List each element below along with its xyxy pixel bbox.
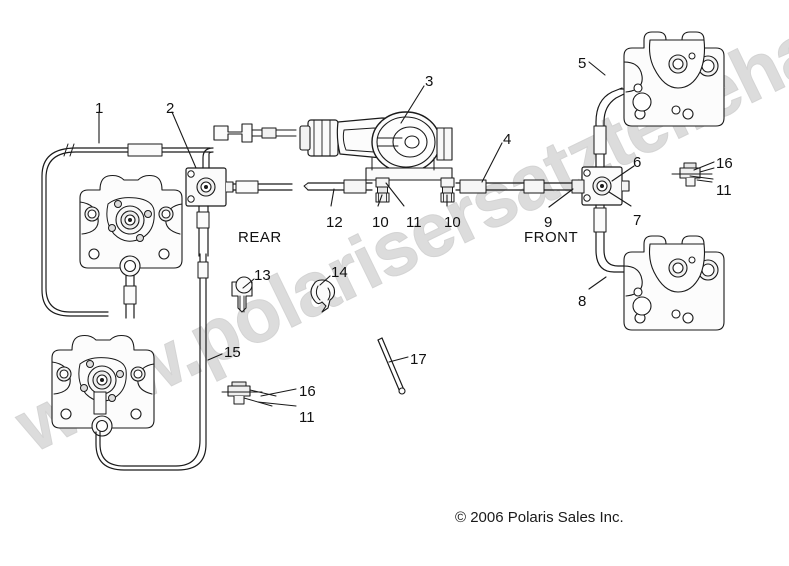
callout-6-5: 6	[633, 154, 642, 171]
copyright-notice: © 2006 Polaris Sales Inc.	[455, 509, 624, 526]
rear-block-riser	[202, 147, 214, 169]
leader-line-6-5	[611, 165, 635, 182]
leader-line-16-19	[693, 161, 715, 171]
rear-caliper-upper	[79, 174, 183, 277]
rear-block-outlet-line	[232, 180, 293, 194]
rear-block-downpipe	[196, 205, 210, 257]
leader-line-12-12	[330, 188, 335, 207]
callout-2-1: 2	[166, 100, 175, 117]
callout-11-20: 11	[716, 182, 732, 199]
leader-line-14-14	[319, 275, 331, 286]
callout-15-15: 15	[224, 344, 241, 361]
brake-line-1	[41, 143, 211, 317]
master-cylinder	[299, 111, 453, 181]
banjo-bolt-left	[375, 177, 390, 203]
orientation-label-rear: REAR	[238, 229, 282, 246]
callout-7-6: 7	[633, 212, 642, 229]
front-block-riser	[593, 87, 625, 168]
clevis-rod-assembly	[213, 123, 297, 143]
leader-line-7-6	[608, 191, 632, 207]
caliper-hose-stub-upper	[123, 275, 137, 319]
callout-11-17: 11	[299, 409, 315, 426]
callout-17-18: 17	[410, 351, 427, 368]
leader-line-8-7	[588, 276, 607, 290]
orientation-label-front: FRONT	[524, 229, 579, 246]
front-junction-block	[581, 166, 630, 206]
leader-line-5-4	[588, 61, 606, 76]
front-caliper-upper	[623, 31, 725, 127]
callout-10-11: 10	[444, 214, 461, 231]
leader-line-11-20	[689, 175, 714, 180]
leader-line-3-2	[400, 85, 425, 124]
clevis-pin-13	[231, 276, 253, 313]
spring-clip-14	[310, 279, 336, 313]
callout-11-10: 11	[406, 214, 422, 231]
brake-line-12	[303, 179, 373, 194]
callout-16-16: 16	[299, 383, 316, 400]
brake-line-15	[93, 253, 209, 471]
callout-10-9: 10	[372, 214, 389, 231]
callout-9-8: 9	[544, 214, 553, 231]
rear-caliper-lower	[51, 334, 155, 437]
brake-line-4	[455, 179, 573, 194]
leader-line-11-10	[385, 182, 405, 207]
leader-line-10-9	[377, 194, 383, 207]
callout-13-13: 13	[254, 267, 271, 284]
leader-line-11-17	[257, 401, 297, 407]
callout-3-2: 3	[425, 73, 434, 90]
leader-line-4-3	[481, 142, 503, 183]
callout-5-4: 5	[578, 55, 587, 72]
rear-junction-block	[185, 167, 234, 207]
front-caliper-lower	[623, 235, 725, 331]
front-block-inlet-stub	[571, 179, 585, 194]
callout-1-0: 1	[95, 100, 104, 117]
rod-17	[377, 337, 406, 395]
leader-line-17-18	[388, 356, 409, 363]
callout-leader-lines	[98, 61, 715, 407]
callout-16-19: 16	[716, 155, 733, 172]
cable-clamp-left	[221, 381, 277, 407]
leader-line-9-8	[548, 188, 574, 208]
callout-8-7: 8	[578, 293, 587, 310]
leader-line-16-16	[260, 388, 297, 397]
cable-clamp-right	[671, 162, 715, 187]
callout-12-12: 12	[326, 214, 343, 231]
leader-line-2-1	[171, 111, 197, 169]
leader-line-13-13	[242, 278, 255, 289]
callout-4-3: 4	[503, 131, 512, 148]
leader-line-15-15	[207, 353, 223, 361]
callout-14-14: 14	[331, 264, 348, 281]
